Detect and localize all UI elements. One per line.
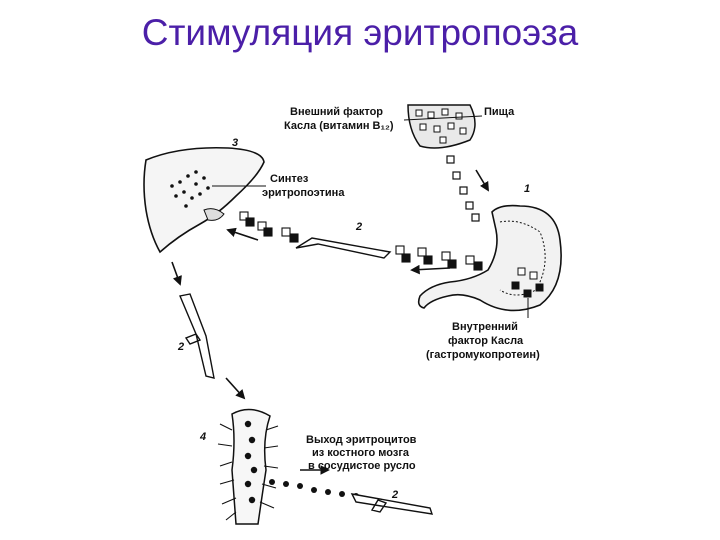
intrinsic-factor-particles (511, 267, 544, 298)
arrow-vessel-to-marrow (225, 377, 246, 400)
blood-vessel-bottom (350, 493, 434, 515)
b12-complex-particles (239, 211, 483, 271)
internal-factor-label-line-1: Внутренний (452, 321, 518, 333)
liver-icon (143, 146, 265, 254)
step-number-2-middle: 2 (355, 221, 362, 233)
arrow-to-vessel (410, 264, 451, 275)
external-factor-label-line-2: Касла (витамин B₁₂) (284, 120, 394, 132)
internal-factor-label-line-3: (гастромукопротеин) (426, 349, 540, 361)
exit-label-line-1: Выход эритроцитов (306, 434, 417, 446)
food-icon (407, 104, 476, 149)
vitamin-b12-particles (446, 155, 480, 222)
arrow-food-to-stomach (475, 169, 489, 192)
food-label: Пища (484, 106, 515, 118)
exit-label-line-2: из костного мозга (312, 447, 410, 459)
step-number-2-bottom: 2 (391, 489, 398, 501)
synthesis-label-line-1: Синтез (270, 173, 309, 185)
external-factor-label-line-1: Внешний фактор (290, 106, 383, 118)
stomach-icon (417, 204, 562, 312)
arrow-liver-to-vessel (171, 261, 182, 286)
blood-vessel-left (179, 293, 215, 379)
slide-title: Стимуляция эритропоэза (141, 12, 579, 53)
step-number-3: 3 (232, 137, 238, 149)
synthesis-label-line-2: эритропоэтина (262, 187, 345, 199)
blood-vessel-middle (295, 237, 392, 259)
internal-factor-label-line-2: фактор Касла (448, 335, 524, 347)
food-pointer-line (403, 115, 483, 121)
bone-marrow-icon (217, 408, 279, 525)
exit-label-line-3: в сосудистое русло (308, 460, 416, 472)
step-number-2-left: 2 (177, 341, 184, 353)
arrow-to-liver (226, 227, 259, 241)
step-number-1: 1 (524, 183, 530, 195)
step-number-4: 4 (199, 431, 206, 443)
erythrocyte-particles (269, 479, 359, 499)
